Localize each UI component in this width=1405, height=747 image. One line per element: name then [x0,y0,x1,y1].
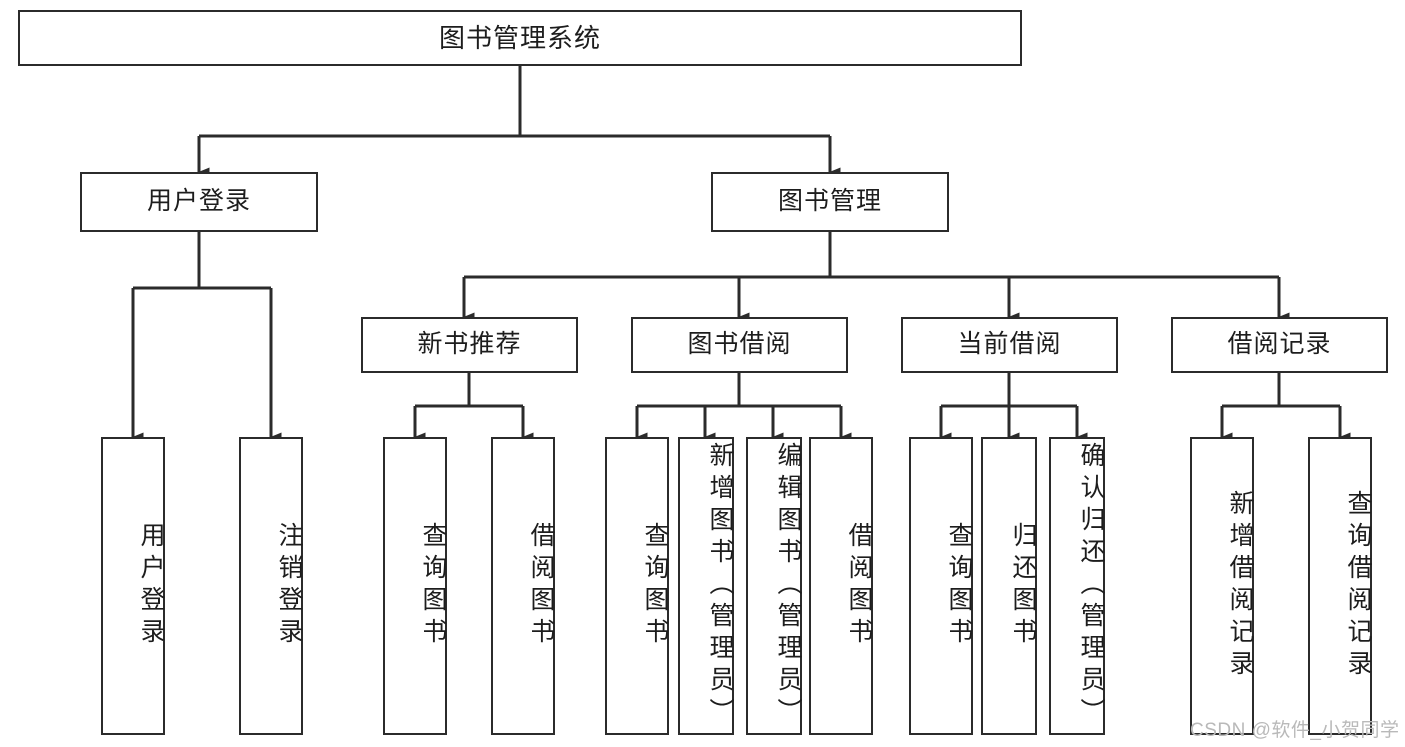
node-root-system[interactable]: 图书管理系统 [18,10,1022,66]
node-label: 借阅记录 [1227,330,1332,359]
node-label: 图书管理 [777,187,882,216]
watermark-text: CSDN @软件_小贺同学 [1190,720,1400,741]
node-label: 查询借阅记录 [1344,490,1372,682]
leaf-new-book-query[interactable]: 查询图书 [383,437,447,735]
node-current-borrow[interactable]: 当前借阅 [901,317,1118,373]
node-label: 借阅图书 [845,522,873,650]
leaf-book-borrow-edit[interactable]: 编辑图书（管理员） [746,437,802,735]
node-label: 注销登录 [275,522,303,650]
node-label: 新书推荐 [417,330,522,359]
node-label: 归还图书 [1009,522,1037,650]
leaf-current-borrow-return[interactable]: 归还图书 [981,437,1037,735]
leaf-book-borrow-query[interactable]: 查询图书 [605,437,669,735]
node-new-book-recommend[interactable]: 新书推荐 [361,317,578,373]
leaf-new-book-borrow[interactable]: 借阅图书 [491,437,555,735]
node-label: 确认归还（管理员） [1077,442,1105,730]
leaf-book-borrow-add[interactable]: 新增图书（管理员） [678,437,734,735]
node-label: 当前借阅 [957,330,1062,359]
node-label: 图书管理系统 [438,22,601,53]
node-label: 查询图书 [419,522,447,650]
node-label: 用户登录 [146,187,251,216]
node-label: 查询图书 [641,522,669,650]
leaf-user-login-login[interactable]: 用户登录 [101,437,165,735]
leaf-current-borrow-confirm[interactable]: 确认归还（管理员） [1049,437,1105,735]
leaf-current-borrow-query[interactable]: 查询图书 [909,437,973,735]
node-book-management[interactable]: 图书管理 [711,172,949,232]
node-label: 图书借阅 [687,330,792,359]
node-label: 借阅图书 [527,522,555,650]
node-user-login[interactable]: 用户登录 [80,172,318,232]
node-label: 用户登录 [137,522,165,650]
leaf-book-borrow-borrow[interactable]: 借阅图书 [809,437,873,735]
leaf-borrow-record-query[interactable]: 查询借阅记录 [1308,437,1372,735]
node-label: 查询图书 [945,522,973,650]
node-label: 编辑图书（管理员） [774,442,802,730]
node-label: 新增借阅记录 [1226,490,1254,682]
leaf-borrow-record-add[interactable]: 新增借阅记录 [1190,437,1254,735]
node-borrow-record[interactable]: 借阅记录 [1171,317,1388,373]
leaf-user-login-logout[interactable]: 注销登录 [239,437,303,735]
node-label: 新增图书（管理员） [706,442,734,730]
node-book-borrow[interactable]: 图书借阅 [631,317,848,373]
